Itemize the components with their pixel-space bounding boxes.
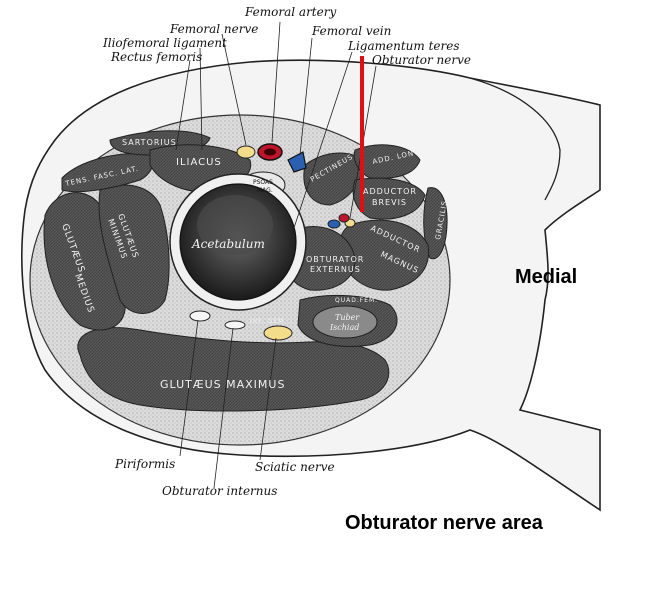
caption-annotation: Obturator nerve area xyxy=(345,512,543,534)
gracilis xyxy=(423,187,448,260)
femoral-nerve-marker xyxy=(236,145,256,159)
gluteus-maximus-label: GLUTÆUS MAXIMUS xyxy=(160,378,285,391)
obturator-externus-label-1: OBTURATOR xyxy=(306,255,364,264)
psoas-label-1: PSOAS xyxy=(253,179,273,186)
sciatic-nerve-marker xyxy=(263,325,293,341)
label-femoral-artery: Femoral artery xyxy=(245,5,337,19)
obturator-internus-marker xyxy=(224,320,246,330)
obturator-externus-label-2: EXTERNUS xyxy=(310,265,361,274)
acetabulum-label: Acetabulum xyxy=(191,237,265,251)
leader-lines xyxy=(175,21,377,489)
psoas-label-2: MAG. xyxy=(257,187,273,194)
femoral-vein-marker xyxy=(287,151,307,173)
acetabulum-fossa xyxy=(197,195,273,255)
adductor-longus xyxy=(353,144,421,179)
piriformis-marker xyxy=(189,310,211,322)
label-piriformis: Piriformis xyxy=(115,457,176,471)
adductor-brevis-label-1: ADDUCTOR xyxy=(363,187,417,196)
gluteus-minimus xyxy=(98,184,170,314)
medial-fold xyxy=(469,77,561,201)
tuber-ischiad xyxy=(312,305,378,339)
adductor-brevis-label-2: BREVIS xyxy=(372,198,407,207)
label-ligamentum-teres: Ligamentum teres xyxy=(348,39,460,53)
tuber-label-2: Ischiad xyxy=(329,323,359,332)
tuber-label-1: Tuber xyxy=(335,313,360,322)
label-iliofemoral-ligament: Iliofemoral ligament xyxy=(103,36,227,50)
medial-annotation: Medial xyxy=(515,266,578,288)
quad-fem-label: QUAD.FEM. xyxy=(335,297,378,304)
label-sciatic-nerve: Sciatic nerve xyxy=(255,460,335,474)
adductor-brevis xyxy=(352,177,426,220)
iliacus-label: ILIACUS xyxy=(176,157,222,168)
inf-gem-label: INF. GEM. xyxy=(250,318,287,325)
label-femoral-nerve: Femoral nerve xyxy=(170,22,259,36)
label-rectus-femoris: Rectus femoris xyxy=(111,50,203,64)
sartorius-label: SARTORIUS xyxy=(122,138,177,147)
label-obturator-internus: Obturator internus xyxy=(162,484,278,498)
gluteus-maximus xyxy=(77,327,390,412)
obturator-vein-marker xyxy=(327,219,341,229)
label-obturator-nerve: Obturator nerve xyxy=(372,53,472,67)
obturator-artery-marker xyxy=(338,213,350,223)
label-femoral-vein: Femoral vein xyxy=(312,24,392,38)
femoral-artery-lumen xyxy=(264,148,276,156)
